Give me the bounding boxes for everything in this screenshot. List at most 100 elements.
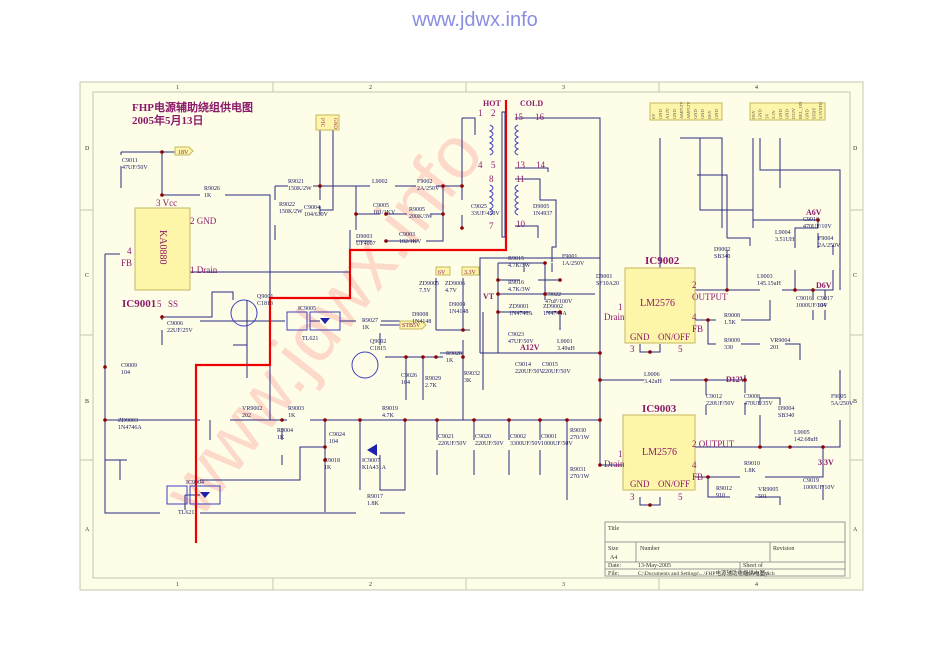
ic9002-pin-gnd: GND — [630, 332, 650, 342]
junction-dot — [461, 355, 465, 359]
ic9002-pin-gnd-num: 3 — [630, 344, 635, 354]
component-value: 145.15uH — [757, 281, 782, 287]
conn-left-pin: A12V — [665, 107, 670, 119]
component-value: 150K/2W — [279, 209, 303, 215]
component-ref: C9004 — [304, 205, 320, 211]
ic9001-part: KA0880 — [157, 230, 168, 264]
file-value: C:\Documents and Settings\...\FHP电源辅助绕组供… — [638, 569, 775, 577]
component-ref: VR9004 — [770, 338, 790, 344]
junction-dot — [558, 278, 562, 282]
component-value: 1.5K — [724, 320, 737, 326]
junction-dot — [160, 150, 164, 154]
component-value: 1000UF/10V — [803, 485, 835, 491]
component-value: 1N4746A — [118, 425, 142, 431]
component-value: SB340 — [778, 413, 794, 419]
conn-right-pin: D6V — [751, 110, 756, 119]
component-ref: C9024 — [329, 432, 345, 438]
tx-pin-8: 8 — [489, 174, 494, 184]
component-ref: D9003 — [356, 234, 372, 240]
junction-dot — [323, 418, 327, 422]
component-ref: C9005 — [373, 203, 389, 209]
border-col-1: 1 — [176, 85, 179, 91]
component-ref: C9012 — [706, 394, 722, 400]
component-ref: C9018 — [803, 217, 819, 223]
component-ref: C9025 — [471, 204, 487, 210]
net-3v3: 3.3V — [464, 270, 477, 276]
junction-dot — [103, 418, 107, 422]
junction-dot — [323, 458, 327, 462]
conn-left-pin: D6V — [707, 110, 712, 119]
hot-label: HOT — [483, 99, 501, 108]
component-value: 1K — [324, 465, 332, 471]
conn-right-pin: 3.3VSTB — [818, 102, 823, 119]
conn-right-pin: GND — [758, 109, 763, 119]
tx-pin-14: 14 — [536, 160, 546, 170]
tx-pin-5: 5 — [491, 160, 496, 170]
junction-dot — [280, 418, 284, 422]
junction-dot — [648, 350, 652, 354]
ic9002-pin-fb-num: 4 — [692, 312, 697, 322]
ic9001-pin-vcc: 3 Vcc — [156, 198, 177, 208]
component-ref: R9012 — [716, 486, 732, 492]
component-value: 4.7V — [445, 288, 458, 294]
component-ref: D9005 — [533, 204, 549, 210]
component-value: 4.7K — [382, 413, 395, 419]
tx-pin-2: 2 — [491, 108, 496, 118]
component-value: 201 — [770, 345, 779, 351]
component-ref: R9010 — [744, 461, 760, 467]
component-value: 47uF/100V — [545, 299, 573, 305]
ic9003-pin-drain-num: 1 — [618, 449, 623, 459]
component-ref: C9017 — [817, 296, 833, 302]
conn-right-pin: REL_ON — [798, 101, 803, 119]
component-ref: R9026 — [204, 186, 220, 192]
component-value: 104 — [817, 303, 826, 309]
ic9005-optocoupler: IC9005 TL621 — [286, 306, 341, 342]
component-value: 1000UF/10V — [796, 303, 828, 309]
isolation-boundary-line — [194, 100, 508, 543]
component-value: 2A/250V — [818, 243, 841, 249]
junction-dot — [507, 418, 511, 422]
component-value: 3K — [464, 378, 472, 384]
component-value: 4.7K/3W — [508, 263, 531, 269]
ic9001-ref: IC9001 — [122, 298, 156, 310]
component-value: 2.7K — [425, 383, 438, 389]
component-ref: R9032 — [464, 371, 480, 377]
ic9004-part: TL621 — [178, 510, 194, 516]
junction-dot — [103, 365, 107, 369]
ic9002-pin-output-num: 2 — [692, 280, 697, 290]
net-6v: 6V — [438, 270, 446, 276]
ic9002-pin-output: OUTPUT — [692, 292, 728, 302]
ic9003-pin-fb-num: 4 — [692, 460, 697, 470]
component-ref: R9029 — [425, 376, 441, 382]
component-ref: C9002 — [510, 434, 526, 440]
ic9003-pin-gnd: GND — [630, 479, 650, 489]
component-value: 47UF/50V — [122, 165, 148, 171]
junction-dot — [421, 355, 425, 359]
component-ref: R9016 — [508, 280, 524, 286]
title-label: Title — [608, 526, 619, 532]
border-col-4-bottom: 4 — [755, 582, 758, 588]
junction-dot — [743, 378, 747, 382]
junction-dot — [461, 328, 465, 332]
component-value: 270/1W — [570, 474, 590, 480]
border-col-1-bottom: 1 — [176, 582, 179, 588]
component-ref: L9003 — [757, 274, 773, 280]
border-col-4: 4 — [755, 85, 758, 91]
title-block: Title Size A4 Number Revision Date: 13-M… — [604, 521, 846, 577]
ic9007-shunt: IC9007 KIA431A — [362, 444, 387, 471]
component-value: 4.7K/3W — [508, 287, 531, 293]
net-d12v: D12V — [726, 375, 746, 384]
conn-left-pin: GND — [700, 109, 705, 119]
